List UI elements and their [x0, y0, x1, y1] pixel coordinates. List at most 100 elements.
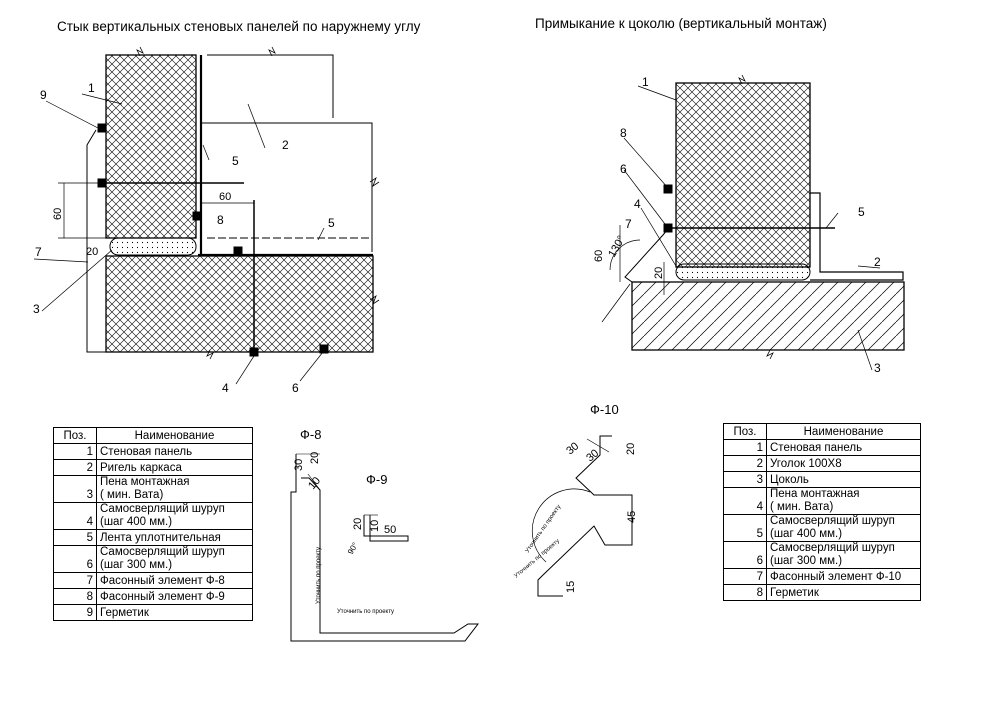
row-name: Самосверлящий шуруп(шаг 400 мм.) — [766, 514, 921, 542]
f10-dim-45: 45 — [626, 511, 638, 523]
f9-dim-50: 50 — [384, 524, 396, 536]
f9-dim-10: 10 — [369, 520, 381, 532]
callout-left-6: 6 — [292, 381, 299, 395]
row-name: Фасонный элемент Ф-10 — [766, 568, 921, 585]
callout-left-5b: 5 — [328, 216, 335, 230]
row-name-line: Самосверлящий шуруп — [100, 546, 225, 558]
callout-left-5a: 5 — [232, 154, 239, 168]
row-name-line: Самосверлящий шуруп — [770, 542, 895, 554]
row-name-line: Фасонный элемент Ф-9 — [100, 591, 225, 603]
row-name-line: (шаг 400 мм.) — [100, 516, 173, 528]
row-name-line: Фасонный элемент Ф-10 — [770, 571, 902, 583]
left-horizontal-panel — [105, 255, 374, 353]
row-position: 3 — [723, 471, 767, 488]
callout-left-9: 9 — [40, 88, 47, 102]
row-name-line: Пена монтажная — [770, 488, 860, 500]
spec-right-header-pos: Поз. — [723, 423, 767, 440]
detail-f8 — [290, 453, 480, 642]
row-name-line: Цоколь — [770, 474, 809, 486]
row-position: 3 — [53, 475, 97, 503]
callout-left-3: 3 — [33, 302, 40, 316]
callout-left-2: 2 — [282, 138, 289, 152]
row-position: 8 — [723, 584, 767, 601]
f9-dim-20: 20 — [352, 518, 364, 530]
f8-note-h: Уточнить по проекту — [337, 609, 394, 615]
left-foam-band — [109, 237, 197, 256]
callout-left-7: 7 — [35, 245, 42, 259]
dim-left-20: 20 — [86, 246, 98, 258]
f10-label: Ф-10 — [590, 402, 619, 417]
dim-right-130: 130° — [606, 234, 628, 260]
row-position: 1 — [53, 443, 97, 460]
callout-right-2: 2 — [874, 255, 881, 269]
row-name: Фасонный элемент Ф-8 — [96, 572, 253, 589]
f10-dim-30b: 30 — [584, 447, 601, 464]
row-name-line: Фасонный элемент Ф-8 — [100, 575, 225, 587]
row-name: Самосверлящий шуруп(шаг 300 мм.) — [766, 541, 921, 569]
dim-right-20: 20 — [653, 267, 665, 279]
row-name: Пена монтажная( мин. Вата) — [96, 475, 253, 503]
row-name: Уголок 100Х8 — [766, 455, 921, 472]
detail-f9 — [363, 514, 409, 542]
callout-right-8: 8 — [620, 126, 627, 140]
detail-f10 — [531, 435, 633, 597]
spec-left-header-name: Наименование — [96, 427, 253, 444]
row-name: Цоколь — [766, 471, 921, 488]
row-name: Пена монтажная( мин. Вата) — [766, 487, 921, 515]
row-name-line: Герметик — [100, 607, 149, 619]
row-position: 9 — [53, 604, 97, 621]
right-drawing-title: Примыкание к цоколю (вертикальный монтаж… — [535, 16, 827, 31]
f8-note-v: Уточнить по проекту — [316, 547, 322, 604]
callout-right-1: 1 — [642, 75, 649, 89]
callout-left-8: 8 — [217, 213, 224, 227]
row-position: 6 — [53, 545, 97, 573]
row-position: 4 — [723, 487, 767, 515]
row-position: 2 — [53, 459, 97, 476]
row-name-line: Ригель каркаса — [100, 462, 182, 474]
row-name-line: Уголок 100Х8 — [770, 458, 842, 470]
left-joint-drawing — [33, 46, 380, 385]
row-name-line: Самосверлящий шуруп — [770, 515, 895, 527]
row-name-line: (шаг 400 мм.) — [770, 528, 843, 540]
row-name: Лента уплотнительная — [96, 529, 253, 546]
right-callouts: 1 2 3 4 5 6 7 8 — [620, 75, 881, 375]
row-name-line: (шаг 300 мм.) — [100, 559, 173, 571]
row-name: Стеновая панель — [766, 439, 921, 456]
row-name-line: ( мин. Вата) — [770, 501, 834, 513]
right-plinth-drawing — [601, 74, 905, 371]
row-position: 5 — [53, 529, 97, 546]
f10-note-a: Уточнить по проекту — [525, 504, 563, 554]
row-position: 5 — [723, 514, 767, 542]
left-callouts: 1 2 3 4 5 5 6 7 8 9 — [33, 81, 335, 395]
row-position: 7 — [53, 572, 97, 589]
row-name-line: Герметик — [770, 587, 819, 599]
row-name: Самосверлящий шуруп(шаг 400 мм.) — [96, 502, 253, 530]
f8-dim-20: 20 — [309, 452, 321, 464]
callout-right-7: 7 — [625, 217, 632, 231]
row-position: 6 — [723, 541, 767, 569]
f10-dim-30a: 30 — [564, 440, 581, 457]
row-position: 4 — [53, 502, 97, 530]
row-name: Стеновая панель — [96, 443, 253, 460]
row-name-line: ( мин. Вата) — [100, 489, 164, 501]
right-wall-panel — [675, 82, 811, 268]
f10-note-b: Уточнить по проекту — [513, 538, 561, 579]
left-drawing-title: Стык вертикальных стеновых панелей по на… — [57, 19, 421, 34]
row-name-line: Пена монтажная — [100, 476, 190, 488]
